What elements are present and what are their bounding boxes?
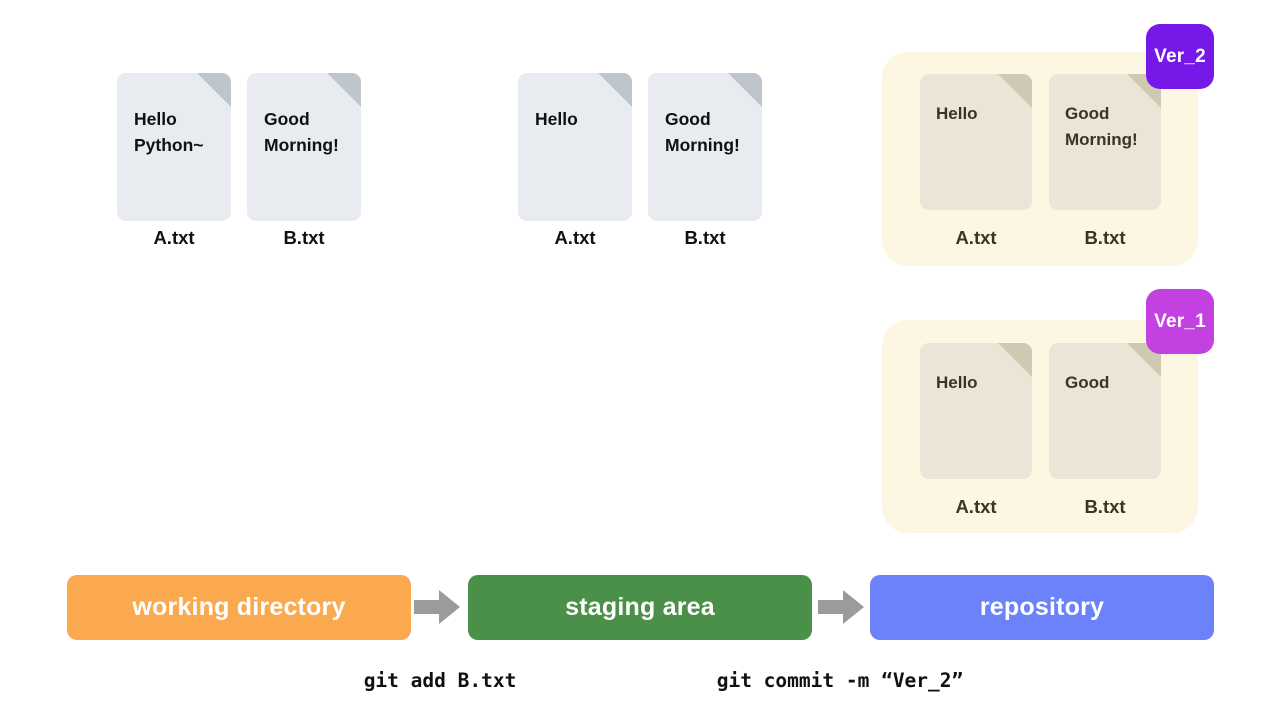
file-label-a: A.txt bbox=[153, 227, 195, 248]
file-content: Good bbox=[1065, 373, 1110, 392]
page-fold-icon bbox=[998, 343, 1032, 377]
page-fold-icon bbox=[327, 73, 361, 107]
arrow-staging-to-repository bbox=[818, 587, 866, 627]
staging-area-file-a[interactable]: Hello bbox=[518, 73, 632, 221]
repository-v1-file-a[interactable]: Hello bbox=[920, 343, 1032, 479]
file-label-b: B.txt bbox=[1084, 227, 1126, 248]
file-label-a: A.txt bbox=[955, 227, 997, 248]
repository-v2-file-a[interactable]: Hello bbox=[920, 74, 1032, 210]
file-content: Hello Python~ bbox=[134, 109, 204, 156]
page-fold-icon bbox=[998, 74, 1032, 108]
working-directory-file-a[interactable]: Hello Python~ bbox=[117, 73, 231, 221]
file-content: Good Morning! bbox=[665, 109, 740, 156]
arrow-working-to-staging bbox=[414, 587, 462, 627]
file-content: Good Morning! bbox=[1065, 104, 1138, 149]
version-badge-ver2[interactable]: Ver_2 bbox=[1146, 24, 1214, 89]
page-fold-icon bbox=[197, 73, 231, 107]
file-label-a: A.txt bbox=[554, 227, 596, 248]
stage-staging-area[interactable]: staging area bbox=[468, 575, 812, 640]
stage-working-directory[interactable]: working directory bbox=[67, 575, 411, 640]
repository-v2-file-b[interactable]: Good Morning! bbox=[1049, 74, 1161, 210]
repository-v1-file-b[interactable]: Good bbox=[1049, 343, 1161, 479]
file-content: Hello bbox=[936, 104, 978, 123]
working-directory-file-b[interactable]: Good Morning! bbox=[247, 73, 361, 221]
version-badge-ver1[interactable]: Ver_1 bbox=[1146, 289, 1214, 354]
file-label-b: B.txt bbox=[1084, 496, 1126, 517]
file-content: Hello bbox=[936, 373, 978, 392]
file-label-b: B.txt bbox=[283, 227, 325, 248]
staging-area-file-b[interactable]: Good Morning! bbox=[648, 73, 762, 221]
page-fold-icon bbox=[728, 73, 762, 107]
command-git-commit: git commit -m “Ver_2” bbox=[716, 669, 964, 692]
file-label-a: A.txt bbox=[955, 496, 997, 517]
stage-repository[interactable]: repository bbox=[870, 575, 1214, 640]
page-fold-icon bbox=[598, 73, 632, 107]
file-content: Good Morning! bbox=[264, 109, 339, 156]
file-label-b: B.txt bbox=[684, 227, 726, 248]
file-content: Hello bbox=[535, 109, 578, 129]
command-git-add: git add B.txt bbox=[363, 669, 517, 692]
